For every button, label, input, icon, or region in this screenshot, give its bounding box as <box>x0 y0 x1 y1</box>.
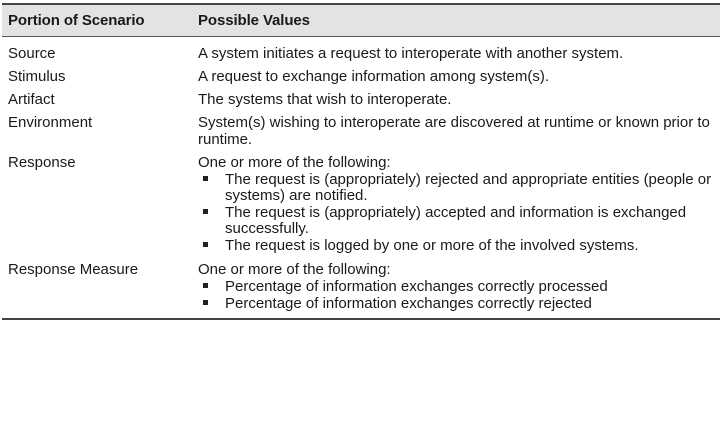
square-bullet-icon <box>203 242 208 247</box>
bullet-list: Percentage of information exchanges corr… <box>198 279 714 312</box>
list-item: The request is logged by one or more of … <box>198 238 714 254</box>
table-row: Response One or more of the following: T… <box>2 151 720 258</box>
table-row: Stimulus A request to exchange informati… <box>2 65 720 88</box>
portion-cell: Source <box>8 45 56 62</box>
table-body: Source A system initiates a request to i… <box>2 37 720 319</box>
list-item-text: The request is logged by one or more of … <box>225 237 639 254</box>
portion-cell: Environment <box>8 114 93 131</box>
bullet-list: The request is (appropriately) rejected … <box>198 172 714 254</box>
value-cell: One or more of the following: The reques… <box>192 151 720 258</box>
value-cell: A request to exchange information among … <box>198 68 550 85</box>
table-header: Portion of Scenario Possible Values <box>2 4 720 37</box>
portion-cell: Stimulus <box>8 68 66 85</box>
value-cell: A system initiates a request to interope… <box>198 45 624 62</box>
list-item-text: Percentage of information exchanges corr… <box>225 278 608 295</box>
header-row: Portion of Scenario Possible Values <box>2 4 720 37</box>
list-item: The request is (appropriately) accepted … <box>198 205 714 237</box>
square-bullet-icon <box>203 283 208 288</box>
table-row: Artifact The systems that wish to intero… <box>2 88 720 111</box>
list-item-text: The request is (appropriately) accepted … <box>225 204 687 237</box>
table-row: Response Measure One or more of the foll… <box>2 258 720 319</box>
portion-cell: Response Measure <box>8 261 139 278</box>
table-row: Source A system initiates a request to i… <box>2 37 720 66</box>
table-row: Environment System(s) wishing to interop… <box>2 111 720 151</box>
portion-cell: Response <box>8 154 76 171</box>
list-item: The request is (appropriately) rejected … <box>198 172 714 204</box>
value-cell: The systems that wish to interoperate. <box>198 91 452 108</box>
value-cell: System(s) wishing to interoperate are di… <box>198 114 710 148</box>
square-bullet-icon <box>203 209 208 214</box>
list-item-text: Percentage of information exchanges corr… <box>225 295 592 312</box>
scenario-table: Portion of Scenario Possible Values Sour… <box>2 3 720 320</box>
list-item: Percentage of information exchanges corr… <box>198 296 714 312</box>
value-intro: One or more of the following: <box>198 261 391 278</box>
header-values: Possible Values <box>198 12 310 29</box>
portion-cell: Artifact <box>8 91 55 108</box>
header-portion: Portion of Scenario <box>8 12 145 29</box>
square-bullet-icon <box>203 300 208 305</box>
document-page: Portion of Scenario Possible Values Sour… <box>0 3 728 422</box>
square-bullet-icon <box>203 176 208 181</box>
list-item: Percentage of information exchanges corr… <box>198 279 714 295</box>
value-intro: One or more of the following: <box>198 154 391 171</box>
value-cell: One or more of the following: Percentage… <box>192 258 720 319</box>
list-item-text: The request is (appropriately) rejected … <box>225 171 712 204</box>
